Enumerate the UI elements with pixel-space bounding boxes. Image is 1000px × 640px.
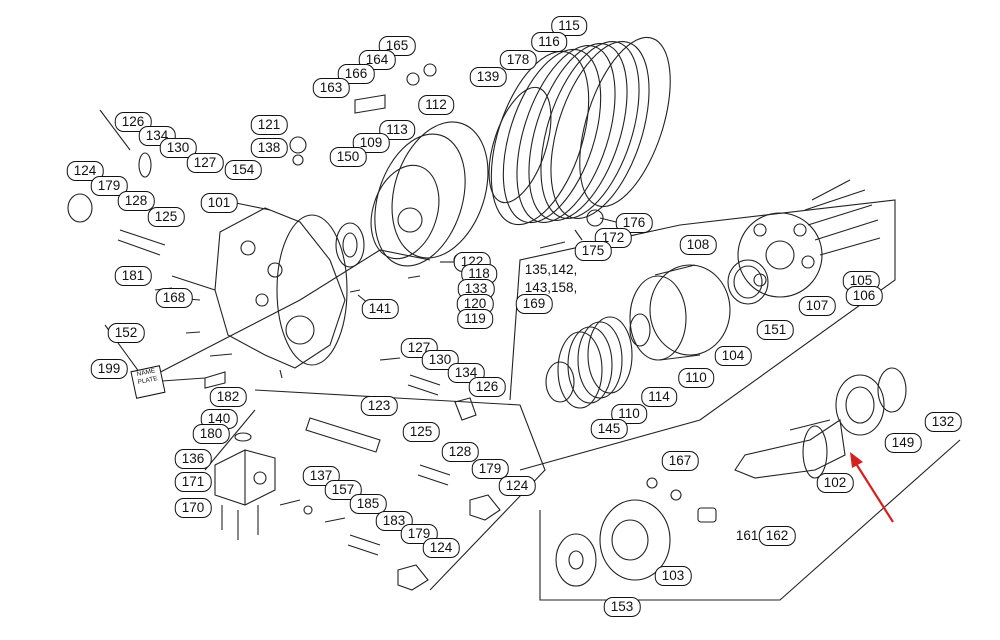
part-label-181: 181 — [114, 266, 152, 286]
part-label-185: 185 — [349, 494, 387, 514]
part-label-124: 124 — [66, 161, 104, 181]
part-label-179-lower: 179 — [471, 459, 509, 479]
part-label-125: 125 — [147, 207, 185, 227]
part-label-126: 126 — [114, 112, 152, 132]
part-label-143-158: 143,158, — [524, 280, 578, 295]
part-label-128: 128 — [117, 191, 155, 211]
part-label-128-lower: 128 — [441, 442, 479, 462]
part-label-126-lower: 126 — [468, 377, 506, 397]
part-label-199: 199 — [90, 359, 128, 379]
part-label-141: 141 — [361, 299, 399, 319]
part-label-104: 104 — [714, 346, 752, 366]
part-label-102: 102 — [816, 473, 854, 493]
part-label-116: 116 — [531, 32, 567, 52]
part-label-127: 127 — [186, 153, 224, 173]
part-label-101: 101 — [200, 193, 238, 213]
part-label-114: 114 — [641, 387, 677, 407]
part-label-168: 168 — [155, 288, 193, 308]
part-label-169: 169 — [515, 294, 553, 314]
part-label-171: 171 — [174, 472, 212, 492]
part-label-132: 132 — [924, 412, 962, 432]
part-label-161: 161, — [735, 528, 763, 543]
part-label-162: 162 — [758, 526, 796, 546]
part-label-151: 151 — [756, 320, 794, 340]
part-label-152: 152 — [107, 323, 145, 343]
part-label-166: 166 — [337, 64, 375, 84]
part-label-153: 153 — [603, 597, 641, 617]
part-label-124-lower: 124 — [498, 476, 536, 496]
part-label-135-142: 135,142, — [524, 262, 578, 277]
part-label-108: 108 — [679, 235, 717, 255]
part-label-180: 180 — [192, 424, 230, 444]
part-label-139: 139 — [469, 67, 507, 87]
part-label-121: 121 — [250, 115, 288, 135]
part-label-182: 182 — [209, 387, 247, 407]
part-label-112: 112 — [418, 95, 454, 115]
part-label-179: 179 — [90, 176, 128, 196]
part-label-178: 178 — [499, 50, 537, 70]
part-label-138: 138 — [250, 138, 288, 158]
part-label-175: 175 — [574, 241, 612, 261]
part-label-123: 123 — [360, 396, 398, 416]
part-label-125-lower: 125 — [402, 422, 440, 442]
part-label-103: 103 — [654, 566, 692, 586]
part-label-145: 145 — [590, 419, 628, 439]
part-label-149: 149 — [884, 433, 922, 453]
part-label-110: 110 — [678, 368, 714, 388]
part-label-150: 150 — [329, 147, 367, 167]
part-label-124-bottom: 124 — [422, 538, 460, 558]
part-label-183: 183 — [375, 511, 413, 531]
part-label-170: 170 — [174, 498, 212, 518]
part-label-137: 137 — [302, 466, 340, 486]
part-label-136: 136 — [174, 449, 212, 469]
part-label-107: 107 — [798, 296, 836, 316]
part-label-167: 167 — [661, 451, 699, 471]
part-label-119: 119 — [457, 309, 493, 329]
part-label-115: 115 — [551, 16, 587, 36]
part-label-130: 130 — [159, 138, 197, 158]
part-label-106: 106 — [845, 286, 883, 306]
part-label-163: 163 — [312, 78, 350, 98]
part-label-154: 154 — [224, 160, 262, 180]
part-label-113: 113 — [379, 120, 415, 140]
